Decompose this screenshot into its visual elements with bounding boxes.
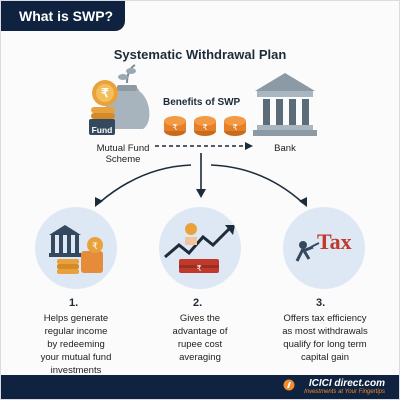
benefit-3-line: capital gain xyxy=(300,352,350,363)
icici-logo-icon xyxy=(283,379,295,391)
fund-tag: Fund xyxy=(91,125,113,135)
benefit-1-number: 1. xyxy=(69,297,79,309)
benefit-3-number: 3. xyxy=(316,297,326,309)
svg-text:₹: ₹ xyxy=(101,86,109,100)
footer-bar: ICICI direct.com Investments at Your Fin… xyxy=(1,375,399,399)
footer-tagline: Investments at Your Fingertips xyxy=(304,389,385,395)
benefit-2-number: 2. xyxy=(193,297,203,309)
benefit-2-circle: ₹ xyxy=(159,207,241,289)
svg-text:₹: ₹ xyxy=(172,123,177,132)
mutual-fund-label-line1: Mutual Fund xyxy=(96,143,150,154)
benefit-1-description: Helps generate regular income by redeemi… xyxy=(11,312,141,377)
bank-icon xyxy=(253,73,317,136)
mutual-fund-label-line2: Scheme xyxy=(105,154,141,165)
benefit-1-line: Helps generate xyxy=(43,313,109,324)
benefit-3-line: Offers tax efficiency xyxy=(283,313,367,324)
svg-text:₹: ₹ xyxy=(202,123,207,132)
benefit-3-circle: Tax xyxy=(283,207,365,289)
tab-title: What is SWP? xyxy=(19,8,114,24)
branch-arrows xyxy=(95,153,307,207)
svg-text:₹: ₹ xyxy=(92,241,98,251)
benefit-1-line: regular income xyxy=(44,326,108,337)
benefit-2-line: Gives the xyxy=(179,313,221,324)
rupee-coins-icon: ₹ ₹ ₹ xyxy=(164,116,246,136)
averaging-icon: ₹ xyxy=(164,223,235,273)
svg-text:₹: ₹ xyxy=(232,123,237,132)
benefit-2-line: advantage of xyxy=(172,326,228,337)
bank-label: Bank xyxy=(274,143,296,154)
flow-arrow xyxy=(155,142,253,150)
svg-text:₹: ₹ xyxy=(196,264,201,273)
benefit-2-description: Gives the advantage of rupee cost averag… xyxy=(135,312,265,364)
benefit-1-line: by redeeming xyxy=(47,339,105,350)
benefit-3-line: qualify for long term xyxy=(283,339,367,350)
benefits-label: Benefits of SWP xyxy=(163,97,241,108)
tax-word: Tax xyxy=(317,229,352,254)
tax-icon xyxy=(295,241,320,262)
benefit-1-line: investments xyxy=(50,365,102,376)
benefit-2-line: rupee cost xyxy=(177,339,223,350)
benefit-3-line: as most withdrawals xyxy=(282,326,368,337)
title-tab: What is SWP? xyxy=(1,1,125,31)
benefit-2-line: averaging xyxy=(179,352,221,363)
income-icon: ₹ xyxy=(49,225,103,274)
benefit-1-circle: ₹ xyxy=(35,207,117,289)
benefit-1-line: your mutual fund xyxy=(40,352,112,363)
footer-brand: ICICI direct.com xyxy=(308,378,385,389)
benefit-3-description: Offers tax efficiency as most withdrawal… xyxy=(259,312,391,364)
mutual-fund-icon: ₹ xyxy=(89,64,150,135)
page-heading: Systematic Withdrawal Plan xyxy=(113,47,287,62)
